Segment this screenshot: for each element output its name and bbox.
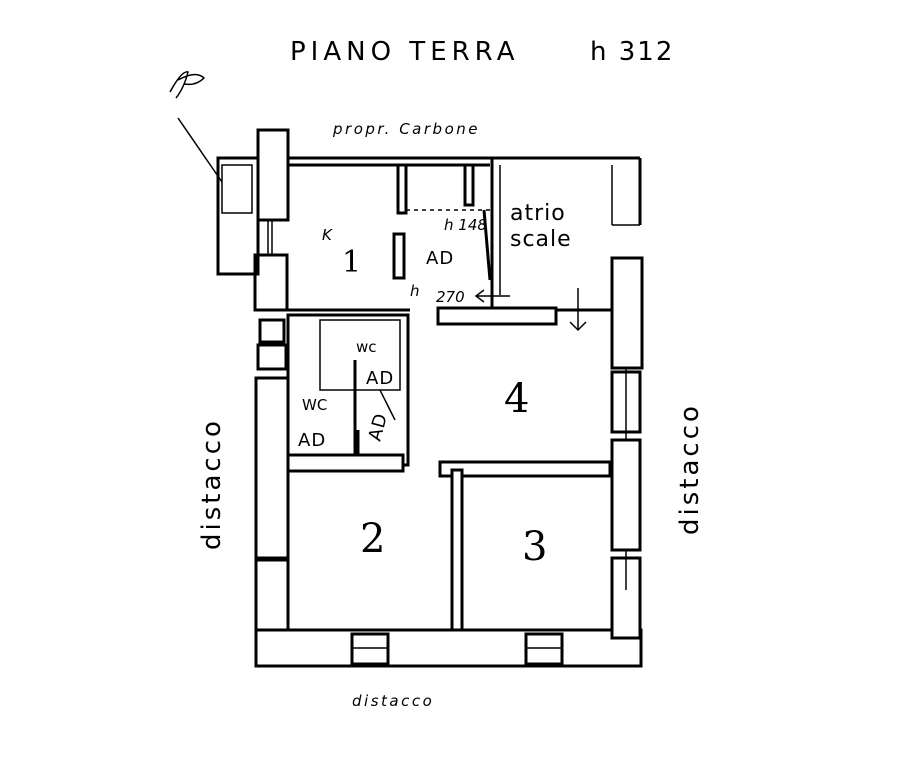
hall-ad-label: AD bbox=[365, 411, 393, 444]
room-2-number: 2 bbox=[360, 516, 385, 562]
floor-height-label: h 312 bbox=[590, 37, 674, 67]
building-walls bbox=[216, 128, 644, 668]
ceiling-height-annotation-2: 270 bbox=[436, 288, 465, 306]
room-4-number: 4 bbox=[504, 376, 529, 422]
room-1-ad-label: AD bbox=[426, 248, 454, 269]
ceiling-height-prefix: h bbox=[410, 282, 420, 300]
stair-hall-label-line2: scale bbox=[510, 227, 572, 252]
wc-lower-ad-label: AD bbox=[298, 430, 326, 451]
stair-arrow-icon bbox=[474, 288, 587, 332]
left-distance-label: distacco bbox=[197, 418, 227, 550]
room-3-number: 3 bbox=[522, 524, 547, 570]
wc-upper-ad-label: AD bbox=[366, 368, 394, 389]
stair-hall-label-line1: atrio bbox=[510, 201, 566, 226]
neighbor-property-label: propr. Carbone bbox=[332, 120, 480, 138]
north-marker-icon bbox=[169, 71, 223, 183]
room-k-label: K bbox=[322, 226, 333, 244]
right-distance-label: distacco bbox=[675, 403, 705, 535]
wc-lower-label: WC bbox=[302, 396, 327, 414]
ceiling-height-annotation-1: h 148 bbox=[444, 216, 487, 234]
bottom-distance-label: distacco bbox=[352, 692, 434, 710]
wc-upper-label: wc bbox=[356, 338, 377, 356]
plan-title: PIANO TERRA bbox=[290, 37, 519, 67]
room-1-number: 1 bbox=[342, 245, 361, 280]
